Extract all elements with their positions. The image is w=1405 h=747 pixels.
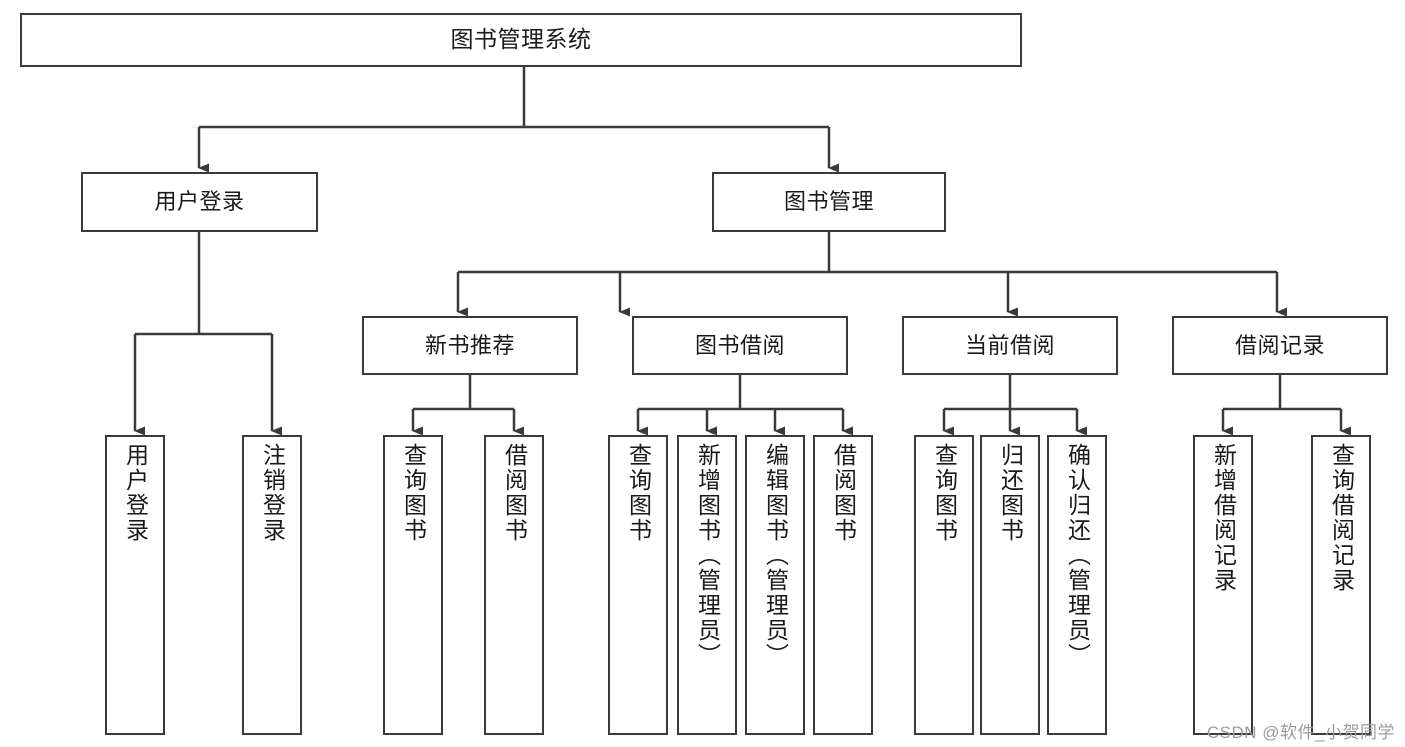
node-user-login[interactable]: 用户登录 [81, 172, 318, 232]
leaf-node-return-book[interactable]: 归还图书 [980, 435, 1040, 735]
leaf-node-confirm-return-admin[interactable]: 确认归还（管理员） [1047, 435, 1107, 735]
node-label: 查询图书 [625, 443, 652, 543]
leaf-node-add-borrow-record[interactable]: 新增借阅记录 [1193, 435, 1253, 735]
node-label: 查询借阅记录 [1328, 443, 1355, 593]
node-book-management[interactable]: 图书管理 [712, 172, 946, 232]
leaf-node-user-login[interactable]: 用户登录 [105, 435, 165, 735]
leaf-node-query-book-borrow[interactable]: 查询图书 [608, 435, 668, 735]
node-label: 确认归还（管理员） [1064, 443, 1091, 668]
node-book-borrow[interactable]: 图书借阅 [632, 316, 848, 375]
node-label: 图书借阅 [694, 332, 785, 358]
leaf-node-logout-login[interactable]: 注销登录 [242, 435, 302, 735]
node-label: 用户登录 [122, 443, 149, 543]
node-label: 借阅图书 [830, 443, 857, 543]
node-label: 查询图书 [400, 443, 427, 543]
node-current-borrow[interactable]: 当前借阅 [902, 316, 1118, 375]
node-root-book-management-system[interactable]: 图书管理系统 [20, 13, 1022, 67]
node-label: 用户登录 [154, 189, 245, 215]
node-new-book-recommend[interactable]: 新书推荐 [362, 316, 578, 375]
node-label: 借阅图书 [501, 443, 528, 543]
leaf-node-borrow-book[interactable]: 借阅图书 [813, 435, 873, 735]
node-label: 编辑图书（管理员） [762, 443, 789, 668]
node-label: 归还图书 [997, 443, 1024, 543]
node-label: 注销登录 [259, 443, 286, 543]
node-label: 当前借阅 [964, 332, 1055, 358]
leaf-node-add-book-admin[interactable]: 新增图书（管理员） [677, 435, 737, 735]
leaf-node-edit-book-admin[interactable]: 编辑图书（管理员） [745, 435, 805, 735]
node-label: 借阅记录 [1234, 332, 1325, 358]
node-label: 新增图书（管理员） [694, 443, 721, 668]
leaf-node-query-book-current[interactable]: 查询图书 [914, 435, 974, 735]
node-label: 图书管理 [783, 189, 874, 215]
leaf-node-query-book-recommend[interactable]: 查询图书 [383, 435, 443, 735]
leaf-node-query-borrow-record[interactable]: 查询借阅记录 [1311, 435, 1371, 735]
node-borrow-record[interactable]: 借阅记录 [1172, 316, 1388, 375]
node-label: 新书推荐 [424, 332, 515, 358]
leaf-node-borrow-book-recommend[interactable]: 借阅图书 [484, 435, 544, 735]
node-label: 新增借阅记录 [1210, 443, 1237, 593]
node-label: 图书管理系统 [450, 26, 592, 53]
node-label: 查询图书 [931, 443, 958, 543]
